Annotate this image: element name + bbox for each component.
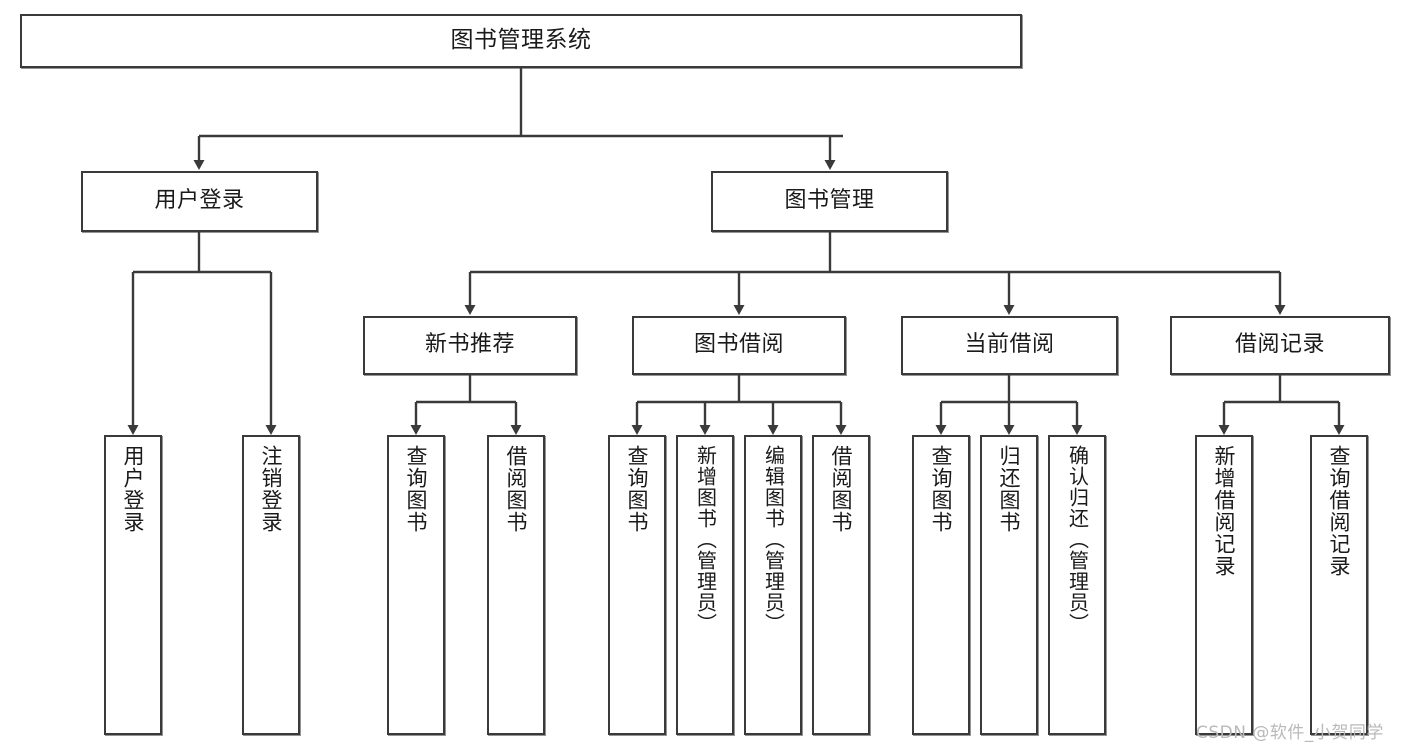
node-leaf-user-logout[interactable]: 注销登录	[242, 435, 300, 735]
edge-group-book-manage	[464, 232, 1286, 315]
node-leaf-query-book-1[interactable]: 查询图书	[387, 435, 445, 735]
node-leaf-add-book-admin-label: 新增图书（管理员）	[693, 445, 718, 634]
edge-group-current-borrow	[935, 375, 1083, 435]
node-book-borrow-label: 图书借阅	[693, 332, 784, 358]
node-leaf-borrow-book-2[interactable]: 借阅图书	[812, 435, 870, 735]
node-leaf-add-record[interactable]: 新增借阅记录	[1195, 435, 1253, 735]
node-current-borrow-label: 当前借阅	[964, 332, 1055, 358]
node-borrow-record-label: 借阅记录	[1234, 332, 1325, 358]
edge-group-root	[193, 68, 843, 170]
node-leaf-borrow-book-1[interactable]: 借阅图书	[487, 435, 545, 735]
node-user-login-label: 用户登录	[154, 188, 245, 214]
edge-group-borrow-record	[1218, 375, 1345, 435]
node-leaf-user-logout-label: 注销登录	[259, 445, 284, 533]
node-book-manage[interactable]: 图书管理	[711, 171, 948, 232]
node-leaf-query-book-1-label: 查询图书	[404, 445, 429, 533]
node-user-login[interactable]: 用户登录	[81, 171, 318, 232]
node-leaf-add-record-label: 新增借阅记录	[1212, 445, 1237, 577]
node-current-borrow[interactable]: 当前借阅	[901, 316, 1118, 375]
node-leaf-add-book-admin[interactable]: 新增图书（管理员）	[676, 435, 734, 735]
edge-group-user-login	[127, 232, 277, 435]
node-leaf-user-login[interactable]: 用户登录	[104, 435, 162, 735]
node-leaf-return-book[interactable]: 归还图书	[980, 435, 1038, 735]
node-leaf-query-book-3[interactable]: 查询图书	[912, 435, 970, 735]
node-new-book-recommend[interactable]: 新书推荐	[363, 316, 577, 375]
node-book-manage-label: 图书管理	[784, 188, 875, 214]
edge-group-book-borrow	[631, 375, 847, 435]
node-leaf-borrow-book-2-label: 借阅图书	[829, 445, 854, 533]
node-leaf-confirm-return[interactable]: 确认归还（管理员）	[1048, 435, 1106, 735]
csdn-watermark: CSDN @软件_小贺同学	[1196, 723, 1384, 743]
node-new-book-recommend-label: 新书推荐	[424, 332, 515, 358]
node-leaf-user-login-label: 用户登录	[121, 445, 146, 533]
node-leaf-edit-book-admin-label: 编辑图书（管理员）	[761, 445, 786, 634]
node-leaf-query-book-2-label: 查询图书	[625, 445, 650, 533]
node-leaf-query-record-label: 查询借阅记录	[1327, 445, 1352, 577]
node-leaf-query-book-2[interactable]: 查询图书	[608, 435, 666, 735]
node-leaf-query-book-3-label: 查询图书	[929, 445, 954, 533]
node-leaf-confirm-return-label: 确认归还（管理员）	[1065, 445, 1090, 634]
node-root[interactable]: 图书管理系统	[20, 14, 1022, 68]
node-leaf-return-book-label: 归还图书	[997, 445, 1022, 533]
node-root-label: 图书管理系统	[450, 27, 592, 54]
node-book-borrow[interactable]: 图书借阅	[632, 316, 846, 375]
edge-group-new-book-recommend	[410, 375, 522, 435]
node-borrow-record[interactable]: 借阅记录	[1170, 316, 1390, 375]
node-leaf-borrow-book-1-label: 借阅图书	[504, 445, 529, 533]
node-leaf-query-record[interactable]: 查询借阅记录	[1310, 435, 1368, 735]
node-leaf-edit-book-admin[interactable]: 编辑图书（管理员）	[744, 435, 802, 735]
